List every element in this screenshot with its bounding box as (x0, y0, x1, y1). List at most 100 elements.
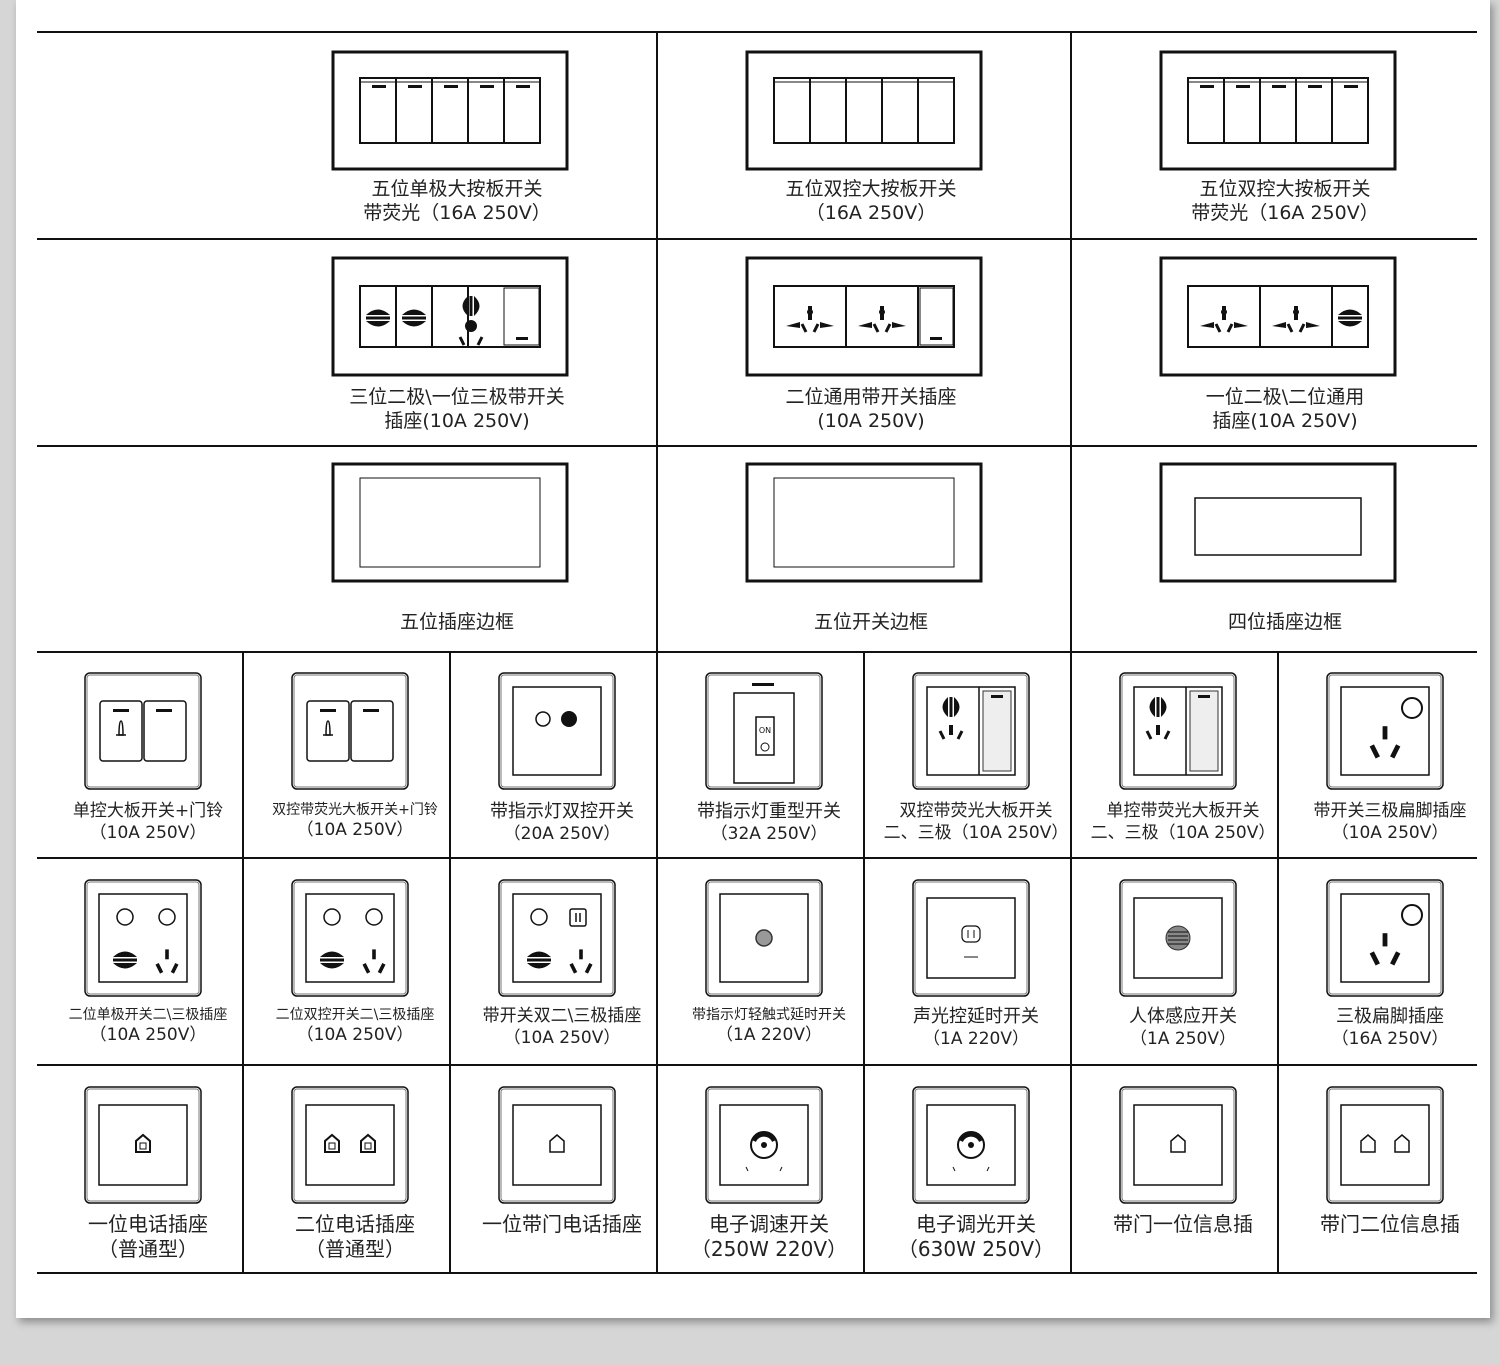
switch-button (116, 908, 134, 926)
caption-two-switch-socket: 二位双控开关二\三极插座（10A 250V） (155, 1008, 555, 1049)
caption-line: （32A 250V） (710, 824, 828, 844)
caption-line: （1A 250V） (1130, 1029, 1236, 1049)
phone-jack-icon (135, 1133, 151, 1153)
led-indicator (1272, 85, 1286, 88)
caption-indicator: 带指示灯双控开关（20A 250V） (362, 803, 762, 848)
caption-line: （1A 220V） (716, 1025, 822, 1045)
key-left (306, 700, 350, 762)
caption-line: 二、三极（10A 250V） (883, 823, 1069, 843)
inner-panel (512, 1104, 602, 1186)
dimmer-knob (957, 1131, 985, 1159)
caption-five-key: 五位双控大按板开关（16A 250V） (671, 180, 1071, 228)
caption-line: （20A 250V） (503, 824, 621, 844)
plate-touch-delay (705, 879, 823, 997)
caption-three-flat: 三极扁脚插座（16A 250V） (1190, 1008, 1500, 1053)
inner-panel (1133, 686, 1223, 776)
caption-body-sensor: 人体感应开关（1A 250V） (983, 1008, 1383, 1053)
fluorescent-key (982, 690, 1012, 772)
plate-frame (1326, 879, 1444, 997)
caption-line: 带门一位信息插 (1113, 1212, 1253, 1236)
inner-frame (1194, 497, 1362, 556)
caption-phone-1: 一位电话插座（普通型） (0, 1214, 348, 1264)
phone-jack-icon (1170, 1134, 1186, 1153)
two-pin-icon (527, 951, 551, 969)
mic-grille (961, 925, 981, 943)
phone-jack-icon (324, 1133, 340, 1153)
inner-panel (926, 1104, 1016, 1186)
caption-line: 三极扁脚插座 (1336, 1006, 1444, 1027)
caption-line: （10A 250V） (89, 1025, 207, 1045)
led-indicator (113, 709, 129, 712)
plate-frame (498, 879, 616, 997)
plate-universal-twopin (1159, 256, 1397, 377)
plate-five-key (331, 50, 569, 171)
caption-socket-switch: 双控带荧光大板开关二、三极（10A 250V） (776, 803, 1176, 847)
plate-dimmer-light (912, 1086, 1030, 1204)
inner-frame (773, 477, 955, 568)
plate-frame (912, 672, 1030, 790)
caption-line: （10A 250V） (89, 823, 207, 843)
plate-switch-pair-socket (498, 879, 616, 997)
plate-frame (84, 1086, 202, 1204)
caption-line: 带荧光（16A 250V） (363, 202, 551, 224)
plate-frame (745, 50, 983, 171)
led-indicator (363, 709, 379, 712)
rocker (503, 287, 540, 346)
caption-line: （16A 250V） (805, 202, 937, 224)
plate-frame-large (745, 462, 983, 583)
two-pin-icon (320, 951, 344, 969)
caption-frame-small: 四位插座边框 (1085, 613, 1485, 637)
plate-frame (331, 256, 569, 377)
caption-line: 双控带荧光大板开关+门铃 (272, 802, 438, 818)
inner-panel (719, 1104, 809, 1186)
inner-panel (926, 686, 1016, 776)
three-pin-icon (362, 949, 386, 974)
plate-door-info-1 (1119, 1086, 1237, 1204)
caption-line: （10A 250V） (296, 820, 414, 840)
two-pin-vertical-icon (462, 296, 480, 316)
rocker (919, 287, 954, 346)
caption-door-info-2: 带门二位信息插 (1190, 1214, 1500, 1239)
plate-phone-1 (84, 1086, 202, 1204)
phone-jack-icon (549, 1134, 565, 1153)
plate-frame (1159, 256, 1397, 377)
caption-line: 五位双控大按板开关 (785, 178, 957, 200)
caption-line: 带开关双二\三极插座 (482, 1006, 642, 1026)
caption-line: 一位电话插座 (88, 1212, 208, 1236)
plate-door-info-2 (1326, 1086, 1444, 1204)
led-indicator (372, 85, 386, 88)
caption-sound-light: 声光控延时开关（1A 220V） (776, 1008, 1176, 1053)
plate-frame (1159, 462, 1397, 583)
caption-line: （16A 250V） (1331, 1029, 1449, 1049)
plate-frame (705, 879, 823, 997)
key-panel (1187, 285, 1369, 348)
caption-bell-single: 单控大板开关+门铃（10A 250V） (0, 803, 348, 847)
two-pin-vertical-icon (942, 697, 960, 717)
switch-button (1401, 904, 1423, 926)
caption-line: 带指示灯重型开关 (697, 801, 841, 822)
plate-frame (1119, 879, 1237, 997)
switch-button (158, 908, 176, 926)
plate-frame (1326, 1086, 1444, 1204)
inner-panel (1340, 1104, 1430, 1186)
plate-three-flat (1326, 879, 1444, 997)
caption-line: （10A 250V） (503, 1028, 621, 1048)
plate-door-phone (498, 1086, 616, 1204)
caption-dimmer-speed: 电子调速开关（250W 220V） (569, 1214, 969, 1264)
plate-dimmer-speed (705, 1086, 823, 1204)
on-label: ON (759, 726, 771, 735)
inner-panel (98, 1104, 188, 1186)
plate-heavy: ON (705, 672, 823, 790)
caption-line: 带指示灯双控开关 (490, 801, 634, 822)
plate-frame (1119, 672, 1237, 790)
universal-socket-icon (786, 306, 834, 333)
inner-panel (1133, 897, 1223, 979)
led-indicator (516, 85, 530, 88)
caption-line: （630W 250V） (897, 1237, 1055, 1261)
caption-frame-large: 五位开关边框 (671, 613, 1071, 637)
plate-frame (705, 1086, 823, 1204)
universal-socket-icon (1272, 306, 1320, 333)
key-left (99, 700, 143, 762)
inner-panel (98, 893, 188, 983)
plate-frame (745, 462, 983, 583)
